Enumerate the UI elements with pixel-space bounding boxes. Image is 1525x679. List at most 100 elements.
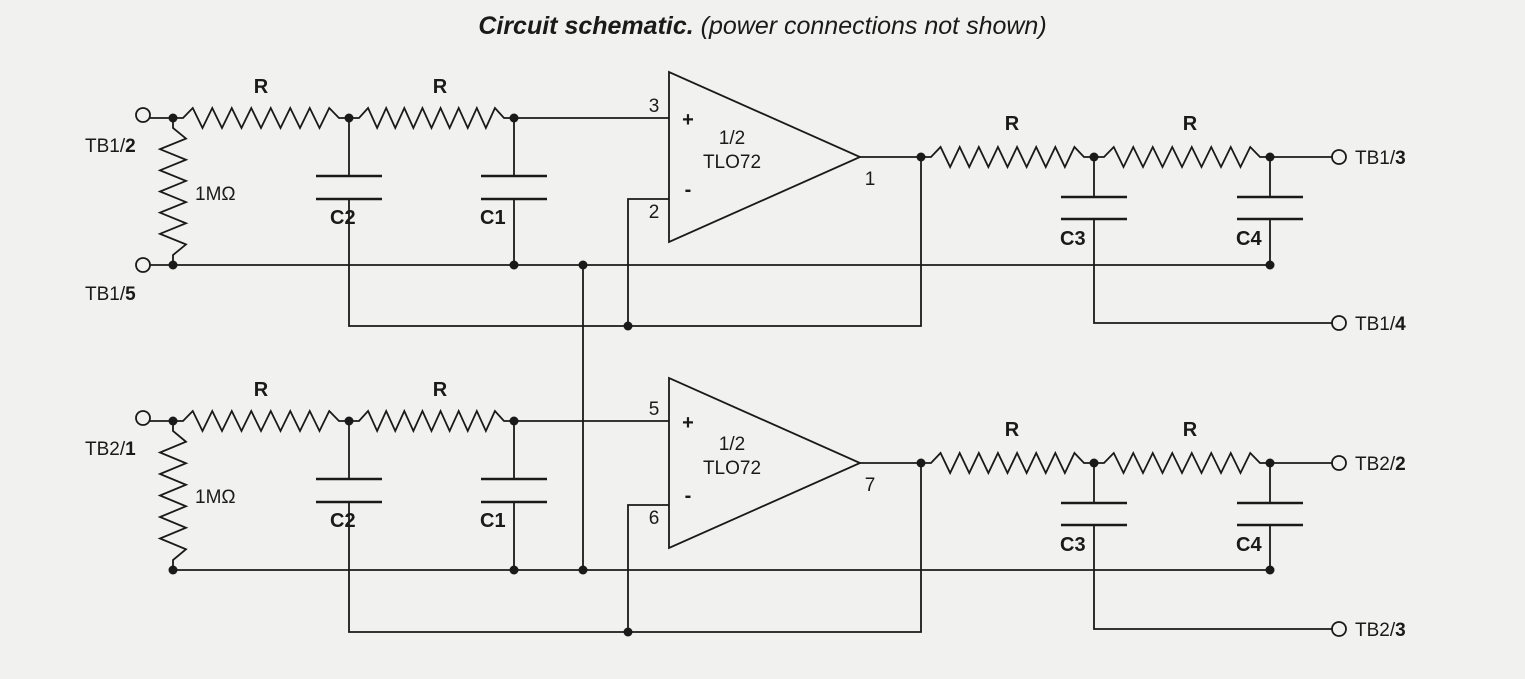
pin-minus-number: 2 bbox=[649, 202, 660, 223]
resistor-symbol bbox=[173, 105, 349, 131]
resistor-label: R bbox=[1005, 113, 1020, 135]
output-terminal-2: TB2/2 bbox=[1270, 454, 1406, 475]
resistor-symbol bbox=[921, 144, 1094, 170]
title-sub: (power connections not shown) bbox=[700, 12, 1047, 40]
resistor-r-in-2: R bbox=[349, 76, 514, 131]
wire bbox=[1093, 525, 1332, 630]
junction-dot bbox=[509, 260, 519, 270]
ground-terminal-label: TB1/5 bbox=[85, 284, 136, 305]
wire bbox=[627, 198, 669, 326]
resistor-symbol bbox=[921, 450, 1094, 476]
wire bbox=[627, 504, 669, 632]
junction-dot bbox=[1265, 260, 1275, 270]
resistor-symbol bbox=[1094, 450, 1270, 476]
resistor-r-in-1: R bbox=[173, 76, 349, 131]
capacitor-c2: C2 bbox=[316, 118, 922, 327]
resistor-label: R bbox=[254, 379, 269, 401]
input-resistor-1meg: 1MΩ bbox=[157, 421, 236, 570]
capacitor-label: C2 bbox=[330, 510, 356, 532]
terminal-number: 1 bbox=[125, 439, 136, 460]
resistor-r-out-1: R bbox=[921, 113, 1094, 170]
resistor-symbol bbox=[157, 421, 189, 570]
input-terminal-1: TB1/2 bbox=[85, 107, 178, 157]
resistor-symbol bbox=[157, 118, 189, 265]
opamp-minus-sign: - bbox=[685, 485, 692, 507]
terminal-prefix: TB1/ bbox=[85, 136, 126, 157]
output-terminal-label: TB1/3 bbox=[1355, 148, 1406, 169]
pin-plus-number: 3 bbox=[649, 96, 660, 117]
opamp-fraction: 1/2 bbox=[719, 434, 745, 455]
capacitor-label: C2 bbox=[330, 207, 356, 229]
ground-terminal-1: TB1/5 bbox=[85, 257, 173, 305]
pin-out-number: 7 bbox=[865, 475, 876, 496]
capacitor-label: C3 bbox=[1060, 534, 1086, 556]
terminal-number: 5 bbox=[125, 284, 136, 305]
resistor-symbol bbox=[173, 408, 349, 434]
ground-terminal-circle bbox=[135, 257, 151, 273]
opamp-part-number: TLO72 bbox=[703, 458, 761, 479]
resistor-label: R bbox=[433, 379, 448, 401]
opamp-minus-sign: - bbox=[685, 179, 692, 201]
output-terminal-circle bbox=[1331, 455, 1347, 471]
wire bbox=[348, 157, 922, 327]
output2-terminal-label: TB1/4 bbox=[1355, 314, 1406, 335]
output-terminal-label: TB2/2 bbox=[1355, 454, 1406, 475]
input-resistor-label: 1MΩ bbox=[195, 184, 236, 205]
output2-terminal-2: TB2/3 bbox=[1331, 620, 1406, 641]
capacitor-label: C1 bbox=[480, 207, 506, 229]
capacitor-label: C1 bbox=[480, 510, 506, 532]
opamp-fraction: 1/2 bbox=[719, 128, 745, 149]
capacitor-c3: C3 bbox=[1060, 463, 1332, 630]
terminal-prefix: TB1/ bbox=[1355, 314, 1396, 335]
resistor-symbol bbox=[349, 105, 514, 131]
terminal-number: 3 bbox=[1395, 620, 1406, 641]
input-resistor-1meg: 1MΩ bbox=[157, 118, 236, 265]
terminal-prefix: TB1/ bbox=[1355, 148, 1396, 169]
opamp-part-number: TLO72 bbox=[703, 152, 761, 173]
capacitor-c2: C2 bbox=[316, 421, 922, 633]
input-terminal-circle bbox=[135, 410, 151, 426]
pin-plus-number: 5 bbox=[649, 399, 660, 420]
title-main: Circuit schematic. bbox=[478, 12, 694, 40]
resistor-label: R bbox=[1183, 113, 1198, 135]
wire bbox=[1093, 219, 1332, 324]
terminal-number: 4 bbox=[1395, 314, 1406, 335]
terminal-number: 2 bbox=[1395, 454, 1406, 475]
resistor-label: R bbox=[1183, 419, 1198, 441]
output2-terminal-1: TB1/4 bbox=[1331, 314, 1406, 335]
resistor-label: R bbox=[254, 76, 269, 98]
resistor-r-out-2: R bbox=[1094, 419, 1270, 476]
resistor-symbol bbox=[349, 408, 514, 434]
terminal-prefix: TB2/ bbox=[1355, 620, 1396, 641]
wire bbox=[348, 463, 922, 633]
terminal-prefix: TB1/ bbox=[85, 284, 126, 305]
resistor-r-out-2: R bbox=[1094, 113, 1270, 170]
input-terminal-label: TB2/1 bbox=[85, 439, 136, 460]
input-terminal-circle bbox=[135, 107, 151, 123]
resistor-r-in-2: R bbox=[349, 379, 514, 434]
input-resistor-label: 1MΩ bbox=[195, 487, 236, 508]
output2-terminal-circle bbox=[1331, 315, 1347, 331]
pin-minus-number: 6 bbox=[649, 508, 660, 529]
junction-dot bbox=[1265, 565, 1275, 575]
capacitor-c4: C4 bbox=[1236, 157, 1303, 270]
resistor-r-out-1: R bbox=[921, 419, 1094, 476]
capacitor-c1: C1 bbox=[480, 118, 547, 270]
pin-out-number: 1 bbox=[865, 169, 876, 190]
output2-terminal-circle bbox=[1331, 621, 1347, 637]
terminal-number: 3 bbox=[1395, 148, 1406, 169]
output2-terminal-label: TB2/3 bbox=[1355, 620, 1406, 641]
terminal-prefix: TB2/ bbox=[85, 439, 126, 460]
junction-dot bbox=[509, 565, 519, 575]
diagram-title: Circuit schematic. (power connections no… bbox=[0, 12, 1525, 41]
capacitor-c4: C4 bbox=[1236, 463, 1303, 575]
opamp-plus-sign: + bbox=[682, 109, 694, 131]
channel-1 bbox=[168, 113, 1275, 331]
channel-2 bbox=[168, 416, 1275, 637]
capacitor-c1: C1 bbox=[480, 421, 547, 575]
terminal-number: 2 bbox=[125, 136, 136, 157]
input-terminal-2: TB2/1 bbox=[85, 410, 178, 460]
resistor-label: R bbox=[433, 76, 448, 98]
